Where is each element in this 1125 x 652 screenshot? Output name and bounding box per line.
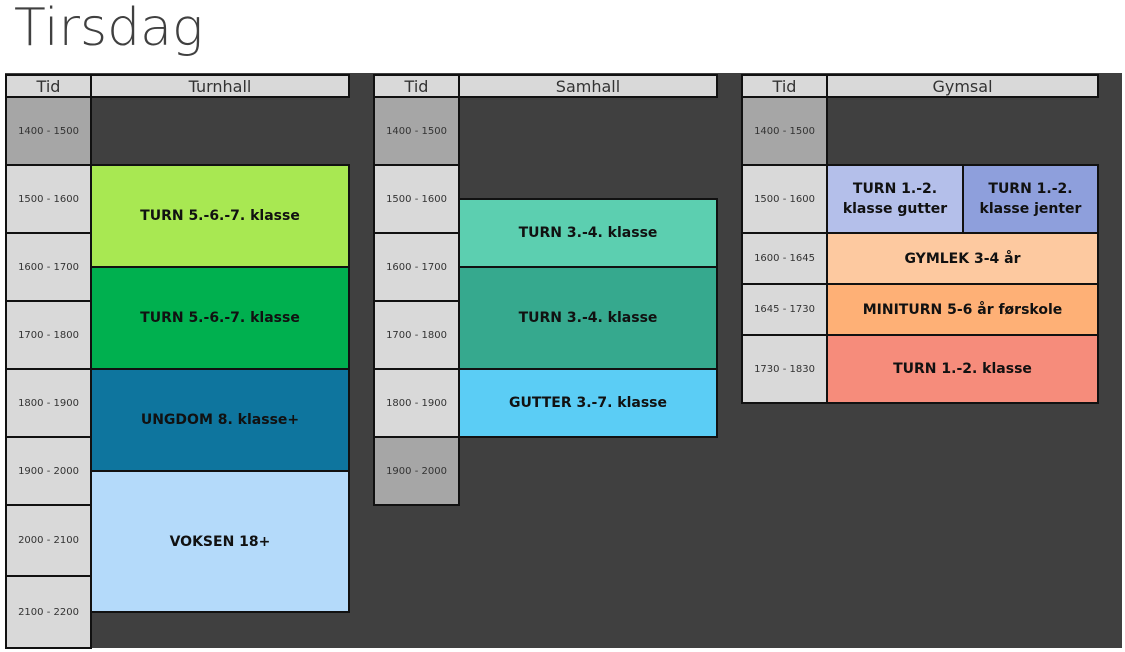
page-title: Tirsdag: [14, 0, 204, 58]
time-slot: 1500 - 1600: [5, 164, 92, 234]
activity-block[interactable]: UNGDOM 8. klasse+: [90, 368, 350, 472]
time-slot: 1500 - 1600: [373, 164, 460, 234]
activity-block[interactable]: GUTTER 3.-7. klasse: [458, 368, 718, 438]
time-slot: 2000 - 2100: [5, 504, 92, 577]
hall-header-turnhall: Turnhall: [90, 74, 350, 98]
time-slot: 1600 - 1700: [5, 232, 92, 302]
time-slot: 1400 - 1500: [5, 96, 92, 166]
activity-block[interactable]: VOKSEN 18+: [90, 470, 350, 613]
activity-block[interactable]: TURN 3.-4. klasse: [458, 266, 718, 370]
activity-block[interactable]: TURN 1.-2. klasse jenter: [962, 164, 1099, 234]
time-slot: 1800 - 1900: [373, 368, 460, 438]
activity-block[interactable]: TURN 1.-2. klasse gutter: [826, 164, 964, 234]
tid-header: Tid: [5, 74, 92, 98]
time-slot: 1600 - 1700: [373, 232, 460, 302]
time-slot: 1400 - 1500: [373, 96, 460, 166]
activity-block[interactable]: TURN 3.-4. klasse: [458, 198, 718, 268]
time-slot: 2100 - 2200: [5, 575, 92, 649]
time-slot: 1645 - 1730: [741, 283, 828, 336]
activity-block[interactable]: GYMLEK 3-4 år: [826, 232, 1099, 285]
tid-header: Tid: [373, 74, 460, 98]
activity-block[interactable]: TURN 1.-2. klasse: [826, 334, 1099, 404]
time-slot: 1700 - 1800: [373, 300, 460, 370]
time-slot: 1700 - 1800: [5, 300, 92, 370]
time-slot: 1400 - 1500: [741, 96, 828, 166]
time-slot: 1730 - 1830: [741, 334, 828, 404]
time-slot: 1500 - 1600: [741, 164, 828, 234]
activity-block[interactable]: MINITURN 5-6 år førskole: [826, 283, 1099, 336]
activity-block[interactable]: TURN 5.-6.-7. klasse: [90, 164, 350, 268]
hall-header-samhall: Samhall: [458, 74, 718, 98]
time-slot: 1900 - 2000: [5, 436, 92, 506]
time-slot: 1900 - 2000: [373, 436, 460, 506]
activity-block[interactable]: TURN 5.-6.-7. klasse: [90, 266, 350, 370]
hall-header-gymsal: Gymsal: [826, 74, 1099, 98]
time-slot: 1800 - 1900: [5, 368, 92, 438]
time-slot: 1600 - 1645: [741, 232, 828, 285]
tid-header: Tid: [741, 74, 828, 98]
